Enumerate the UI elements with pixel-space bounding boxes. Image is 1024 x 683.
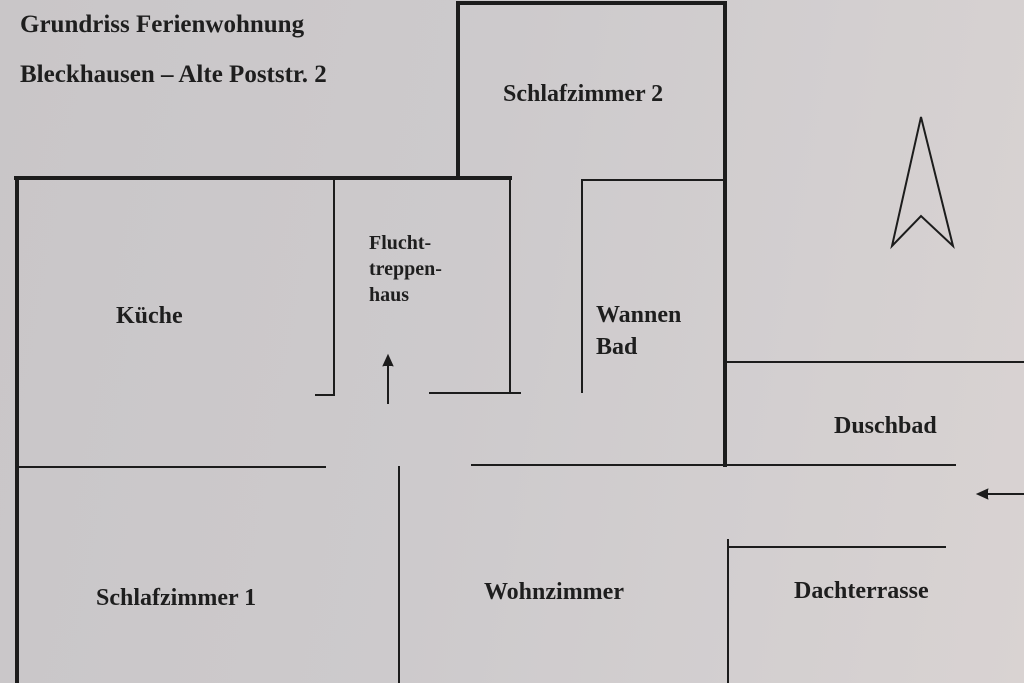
room-label-wannenbad: Wannen Bad xyxy=(596,299,681,364)
plan-title: Grundriss Ferienwohnung xyxy=(20,11,305,38)
room-label-schlafzimmer2: Schlafzimmer 2 xyxy=(503,81,664,107)
room-label-dachterrasse: Dachterrasse xyxy=(794,578,929,604)
room-label-kueche: Küche xyxy=(116,303,183,329)
room-label-treppenhaus-line: Flucht- xyxy=(369,232,432,254)
room-label-duschbad: Duschbad xyxy=(834,413,937,439)
room-label-treppenhaus: Flucht- treppen- haus xyxy=(369,230,442,308)
plan-address: Bleckhausen – Alte Poststr. 2 xyxy=(20,61,327,88)
room-label-wannenbad-line: Bad xyxy=(596,334,638,361)
room-label-treppenhaus-line: treppen- xyxy=(369,258,442,280)
room-label-schlafzimmer1: Schlafzimmer 1 xyxy=(96,585,257,611)
room-label-treppenhaus-line: haus xyxy=(369,284,410,306)
north-arrow-icon xyxy=(890,116,955,250)
room-label-wohnzimmer: Wohnzimmer xyxy=(484,579,624,605)
arrow-up-head xyxy=(382,353,394,367)
room-label-wannenbad-line: Wannen xyxy=(596,302,682,328)
arrow-left-head xyxy=(975,488,989,500)
